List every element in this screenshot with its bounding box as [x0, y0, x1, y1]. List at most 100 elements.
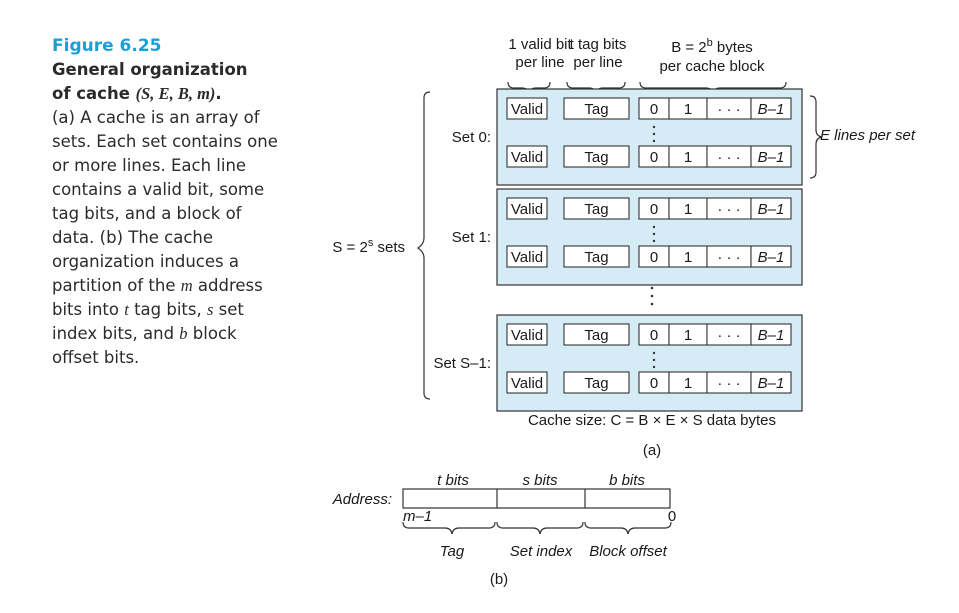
valid-bit-cell-box	[506, 197, 548, 220]
title-line-1: General organization	[52, 60, 248, 79]
tag-cell-text: Tag	[584, 201, 608, 218]
header-tag-line2: per line	[573, 54, 622, 71]
valid-bit-cell-box	[506, 371, 548, 394]
lines-per-set-brace	[809, 95, 823, 179]
block-ellipsis-cell-text: · · ·	[717, 149, 740, 166]
title-params: (S, E, B, m)	[135, 84, 216, 103]
sublabel-b: (b)	[490, 571, 508, 588]
caption-text-e: block offset bits.	[52, 324, 237, 367]
block-byte-1-cell-text: 1	[684, 201, 692, 218]
block-byte-1-cell-text: 1	[684, 101, 692, 118]
tag-cell-text: Tag	[584, 149, 608, 166]
set-label: Set 0:	[452, 129, 491, 146]
block-last-byte-cell-box	[750, 245, 792, 268]
valid-bit-cell-text: Valid	[511, 201, 543, 218]
caption-text-c: tag bits,	[128, 300, 207, 319]
valid-bit-cell-text: Valid	[511, 101, 543, 118]
tag-cell-text: Tag	[584, 327, 608, 344]
caption-text-b: address bits into	[52, 276, 263, 319]
cache-line: Valid Tag 0 1 · · · B–1	[506, 323, 792, 346]
tag-cell-box	[563, 371, 630, 394]
within-set-ellipsis	[652, 351, 656, 369]
valid-bit-cell-text: Valid	[511, 149, 543, 166]
block-byte-1-cell-text: 1	[684, 149, 692, 166]
block-ellipsis-cell-text: · · ·	[717, 201, 740, 218]
block-ellipsis-cell-text: · · ·	[717, 101, 740, 118]
valid-bit-cell-box	[506, 97, 548, 120]
sets-brace	[416, 91, 431, 400]
tag-cell-box	[563, 323, 630, 346]
block-last-byte-cell-box	[750, 197, 792, 220]
block-byte-1-cell-text: 1	[684, 327, 692, 344]
set-index-field-brace	[496, 521, 584, 535]
valid-bit-cell-box	[506, 145, 548, 168]
header-block-sup: b	[707, 37, 713, 49]
header-valid-line1: 1 valid bit	[508, 36, 572, 53]
block-last-byte-cell-box	[750, 145, 792, 168]
block-offset-field-brace	[584, 521, 672, 535]
set-label: Set 1:	[452, 229, 491, 246]
between-sets-ellipsis	[650, 286, 654, 306]
block-last-byte-cell-box	[750, 371, 792, 394]
block-byte-0-cell-text: 0	[650, 375, 658, 392]
cache-size-suffix: data bytes	[703, 412, 776, 429]
caption-text-a: (a) A cache is an array of sets. Each se…	[52, 108, 278, 295]
sets-label-sup: s	[368, 237, 374, 249]
tag-cell-box	[563, 97, 630, 120]
header-block-line1: B = 2b bytes	[671, 37, 753, 56]
block-byte-0-cell-text: 0	[650, 327, 658, 344]
within-set-ellipsis	[652, 125, 656, 143]
block-ellipsis-cell-text: · · ·	[717, 327, 740, 344]
set-index-field-label: Set index	[510, 543, 573, 560]
caption-var-s: s	[207, 300, 214, 319]
valid-bit-cell-text: Valid	[511, 249, 543, 266]
tag-cell-text: Tag	[584, 375, 608, 392]
within-set-ellipsis	[652, 225, 656, 243]
valid-bit-cell-box	[506, 323, 548, 346]
title-line-2: of cache	[52, 84, 136, 103]
header-valid-line2: per line	[515, 54, 564, 71]
block-last-byte-cell-box	[750, 323, 792, 346]
figure-caption: Figure 6.25 General organization of cach…	[52, 34, 282, 370]
valid-bit-cell-text: Valid	[511, 327, 543, 344]
block-byte-0-cell-text: 0	[650, 101, 658, 118]
header-block-suffix: bytes	[713, 39, 753, 56]
s-bits-label: s bits	[522, 472, 558, 489]
caption-var-b: b	[179, 324, 188, 343]
block-byte-0-cell-text: 0	[650, 249, 658, 266]
block-last-byte-cell-text: B–1	[758, 327, 785, 344]
lines-per-set-label: E lines per set	[820, 127, 916, 144]
block-byte-0-cell-text: 0	[650, 149, 658, 166]
b-bits-label: b bits	[609, 472, 645, 489]
valid-bit-cell-box	[506, 245, 548, 268]
title-period: .	[215, 84, 222, 103]
block-last-byte-cell-text: B–1	[758, 149, 785, 166]
block-last-byte-cell-text: B–1	[758, 249, 785, 266]
lsb-label: 0	[668, 508, 676, 525]
block-offset-field-label: Block offset	[589, 543, 667, 560]
cache-size-prefix: Cache size:	[528, 412, 611, 429]
cache-line: Valid Tag 0 1 · · · B–1	[506, 145, 792, 168]
tag-field-brace	[402, 521, 496, 535]
sets-label-suffix: sets	[373, 239, 405, 256]
header-tag-line1: t tag bits	[570, 36, 627, 53]
header-block-line2: per cache block	[659, 58, 765, 75]
tag-cell-text: Tag	[584, 249, 608, 266]
block-last-byte-cell-text: B–1	[758, 101, 785, 118]
tag-cell-box	[563, 197, 630, 220]
caption-text-d: set index bits, and	[52, 300, 244, 343]
tag-field-label: Tag	[440, 543, 465, 560]
figure-title: General organization of cache (S, E, B, …	[52, 58, 282, 106]
header-block-eq: B = 2	[671, 39, 706, 56]
block-last-byte-cell-text: B–1	[758, 375, 785, 392]
address-label: Address:	[332, 491, 392, 508]
t-bits-label: t bits	[437, 472, 469, 489]
